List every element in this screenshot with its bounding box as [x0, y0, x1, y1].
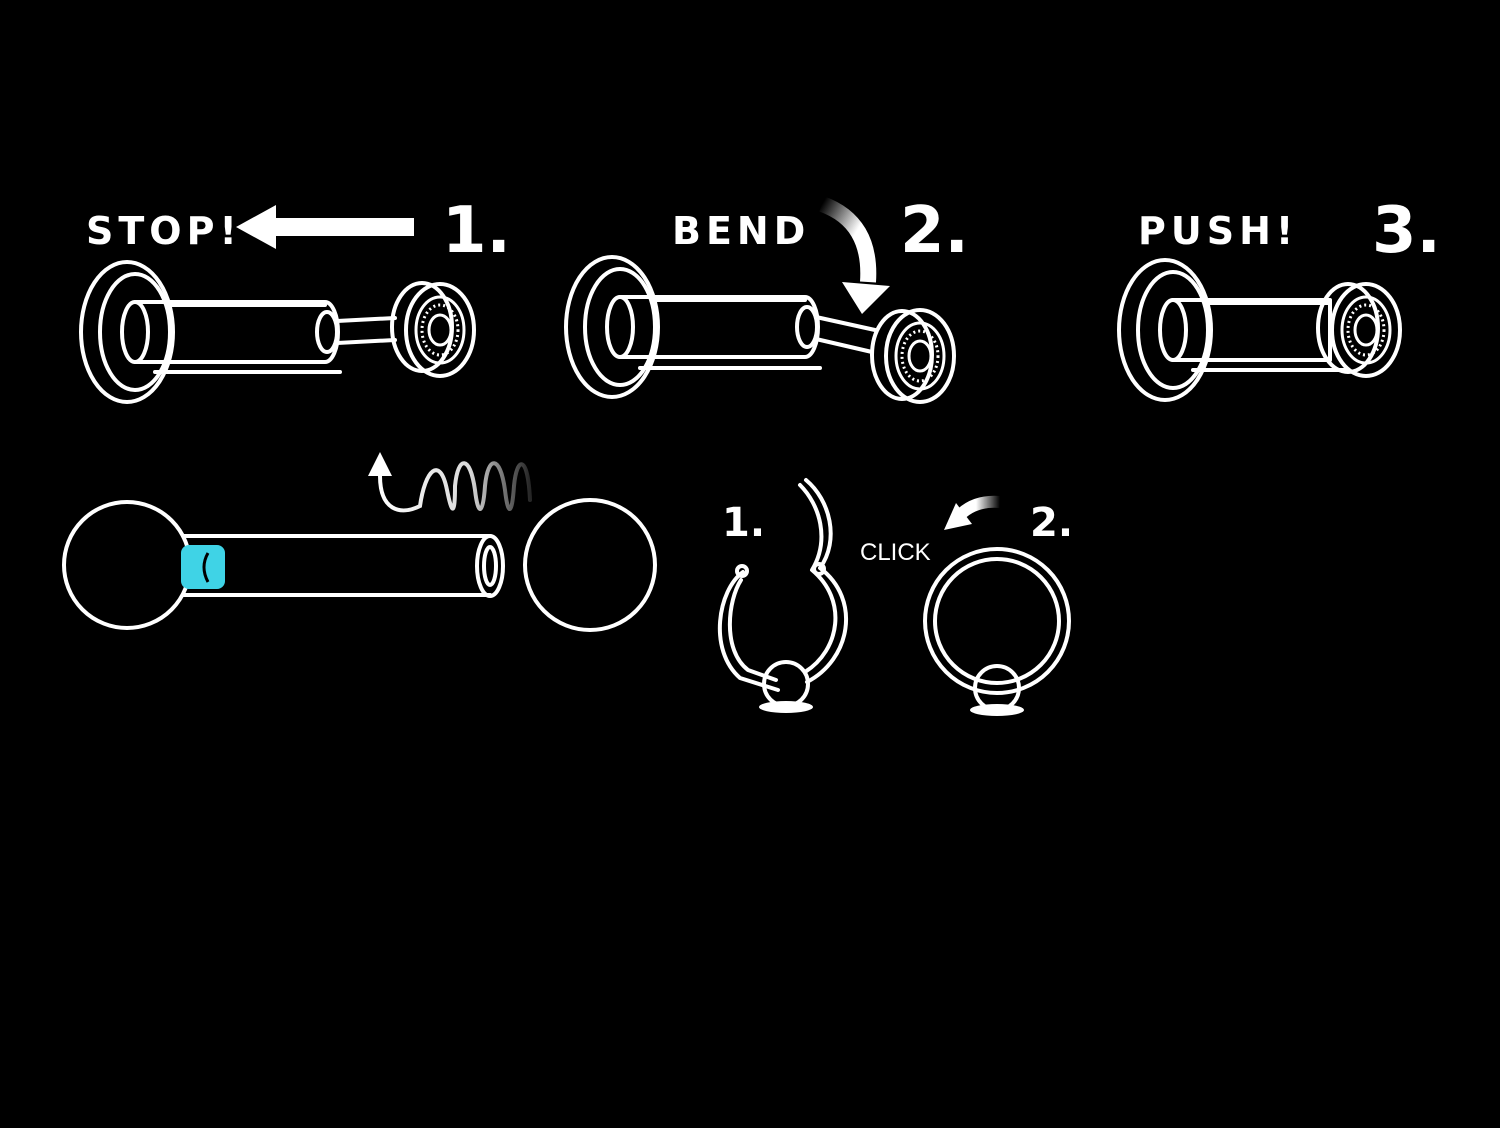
step-1-number: 1. — [442, 194, 511, 268]
curved-up-arrow-icon — [368, 452, 392, 476]
ring-steps-panel: 1. CLICK 2. — [717, 478, 1073, 716]
barbell-with-spring-icon — [62, 452, 657, 632]
ring-step-2-number: 2. — [1030, 500, 1073, 546]
left-arrow-icon — [236, 205, 414, 249]
click-label: CLICK — [860, 539, 931, 566]
step-3-number: 3. — [1372, 194, 1441, 268]
labret-pushed-in-icon — [1117, 258, 1402, 402]
segment-ring-open-icon — [717, 478, 848, 713]
segment-ring-closed-icon — [923, 547, 1071, 716]
curved-down-arrow-icon — [819, 196, 890, 314]
spring-icon — [378, 461, 532, 513]
step-3-panel: PUSH! 3. — [1117, 194, 1441, 402]
curved-left-arrow-icon — [944, 495, 1001, 530]
labret-bent-pin-icon — [564, 255, 956, 404]
step-2-number: 2. — [900, 194, 969, 268]
ring-step-1-number: 1. — [722, 500, 765, 546]
labret-with-loose-top-icon — [79, 260, 476, 404]
step-1-panel: STOP! 1. — [79, 194, 511, 404]
step-2-word: BEND — [672, 209, 810, 253]
o-ring-icon — [181, 545, 225, 589]
step-2-panel: BEND 2. — [564, 194, 969, 404]
step-1-word: STOP! — [86, 209, 242, 253]
step-3-word: PUSH! — [1138, 209, 1298, 253]
